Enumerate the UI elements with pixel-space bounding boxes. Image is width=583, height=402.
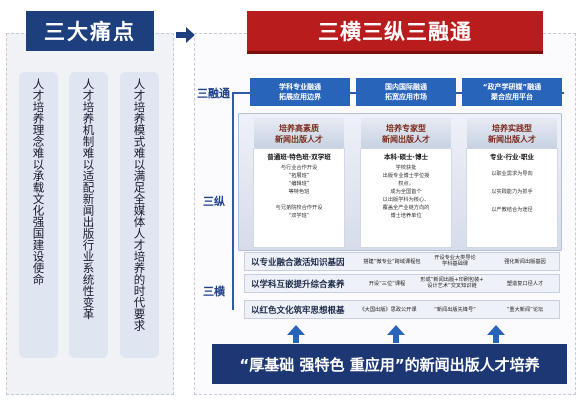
column-3-item: 以职业需求为导向: [491, 171, 533, 177]
rongtong-box-3: “政产学研媒”融通 聚合应用平台: [462, 78, 562, 106]
column-2-item: 覆盖全产业链方向的: [382, 205, 430, 211]
column-1-top: [254, 118, 344, 148]
pain-point-3-text: 人才培养模式难以满足全媒体人才培养的时代要求: [132, 78, 147, 331]
up-arrow-icon: [387, 325, 405, 343]
column-3-spacer: [466, 196, 558, 206]
heng-row-2-label: 以学科互嵌提升综合素养: [251, 279, 345, 290]
column-2-body: [360, 148, 452, 248]
column-2-head: 培养专家型 新闻出版人才: [360, 120, 452, 148]
column-1-spacer: [253, 196, 345, 204]
heng-row-3-cell-1: 《大国出版》思政公开课: [359, 307, 417, 313]
heng-row-1: 以专业融合激活知识基因: [244, 252, 560, 271]
heng-row-3: 以红色文化筑牢思想根基: [244, 300, 560, 319]
heng-row-3-cell-3: “重大新闻”论坛: [506, 307, 544, 313]
arrow-right-icon: [176, 27, 195, 43]
column-2-sub: 本科·硕士·博士: [384, 153, 428, 161]
heng-row-1-cell-2: 开设专业大类导论 学科基础课: [434, 255, 476, 267]
heng-row-1-cell-1: 搭建“微专业”跨域课程包: [363, 259, 421, 265]
column-2-item: 以出版学科为核心、: [382, 197, 430, 203]
rongtong-box-1: 学科专业融通 拓展应用边界: [250, 78, 350, 106]
column-1-head-text: 培养高素质 新闻出版人才: [275, 124, 323, 144]
column-2-items: 学校获批 出版专业博士学位授 权点， 成为全国首个 以出版学科为核心、 覆盖全产…: [360, 164, 452, 220]
column-1-item: “编辑班”: [288, 181, 310, 187]
column-1-items: 与行业合作开设 “拓展班” “编辑班” 等特色班 与兄弟院校合作开设 “双学班”: [253, 164, 345, 220]
heng-row-2-cell-2: 形成“新闻出版+印刷包装+ 设计艺术”交叉知识链: [420, 277, 484, 289]
pain-point-2-text: 人才培养机制难以适配新闻出版行业系统性变革: [81, 78, 96, 320]
column-3-body: [466, 148, 558, 248]
heng-row-1-label: 以专业融合激活知识基因: [251, 257, 345, 268]
column-3-head: 培养实践型 新闻出版人才: [466, 120, 558, 148]
column-2-item: 博士培养单位: [390, 213, 422, 219]
column-2-head-text: 培养专家型 新闻出版人才: [382, 124, 430, 144]
column-1-head: 培养高素质 新闻出版人才: [253, 120, 345, 148]
heng-row-3-label: 以红色文化筑牢思想根基: [251, 305, 345, 316]
rongtong-box-2-text: 国内国际融通 拓宽应用市场: [385, 83, 427, 101]
label-zong: 三纵: [203, 195, 225, 208]
column-3-top: [467, 118, 557, 148]
label-rongtong: 三融通: [197, 87, 230, 100]
column-3-item: 以产教结合为途径: [491, 207, 533, 213]
heng-row-1-cell-3: 强化新闻出版基因: [504, 259, 546, 265]
pain-point-2: 人才培养机制难以适配新闻出版行业系统性变革: [69, 72, 108, 358]
pain-points-title: 三大痛点: [26, 11, 154, 51]
heng-row-2-cell-3: 塑造复口径人才: [506, 281, 544, 287]
column-1-item: 与行业合作开设: [280, 165, 318, 171]
column-2-item: 学校获批: [395, 165, 417, 171]
column-2-item: 成为全国首个: [390, 189, 422, 195]
rongtong-box-1-text: 学科专业融通 拓展应用边界: [279, 83, 321, 101]
label-heng: 三横: [203, 285, 225, 298]
column-2-item: 权点，: [398, 181, 414, 187]
column-1-item: “双学班”: [288, 213, 310, 219]
column-3-item: 以实践能力为抓手: [491, 189, 533, 195]
column-2-top: [361, 118, 451, 148]
up-arrow-icon: [487, 325, 505, 343]
column-3-sub: 专业·行业·职业: [490, 153, 534, 161]
heng-row-2: 以学科互嵌提升综合素养: [244, 274, 560, 293]
column-1-item: “拓展班”: [288, 173, 310, 179]
column-3-head-text: 培养实践型 新闻出版人才: [488, 124, 536, 144]
column-1-item: 等特色班: [288, 189, 310, 195]
heng-row-2-cell-1: 开设“三位”课程: [368, 281, 406, 287]
pain-point-1-text: 人才培养理念难以承载文化强国建设使命: [31, 78, 46, 285]
column-3-items: 以职业需求为导向 以实践能力为抓手 以产教结合为途径: [466, 164, 558, 214]
goal-banner: “厚基础 强特色 重应用”的新闻出版人才培养: [212, 344, 567, 384]
heng-row-3-cell-2: “新闻出版先锋号”: [434, 307, 476, 313]
solution-title: 三横三纵三融通: [247, 11, 543, 51]
up-arrow-icon: [287, 325, 305, 343]
column-1-sub: 普通班·特色班·双学班: [267, 153, 331, 161]
column-1-body: [253, 148, 345, 248]
pain-point-1: 人才培养理念难以承载文化强国建设使命: [19, 72, 58, 358]
rongtong-box-3-text: “政产学研媒”融通 聚合应用平台: [482, 83, 542, 101]
rongtong-box-2: 国内国际融通 拓宽应用市场: [356, 78, 456, 106]
pain-point-3: 人才培养模式难以满足全媒体人才培养的时代要求: [120, 72, 159, 358]
column-2-item: 出版专业博士学位授: [382, 173, 430, 179]
column-1-item: 与兄弟院校合作开设: [275, 205, 323, 211]
zong-line: [232, 92, 234, 310]
column-3-spacer: [466, 178, 558, 188]
